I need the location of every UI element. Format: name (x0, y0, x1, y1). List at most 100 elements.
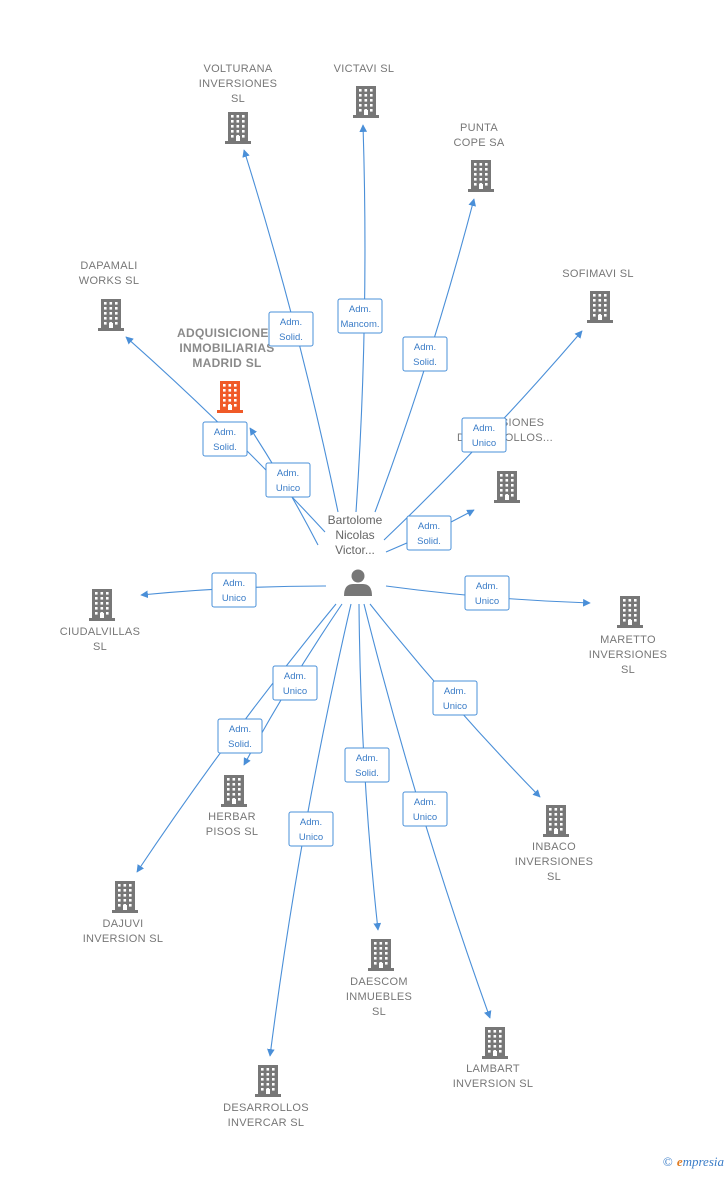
company-label-line[interactable]: SL (372, 1006, 386, 1018)
company-label-line[interactable]: WORKS SL (79, 275, 139, 287)
role-badge-box (265, 462, 311, 498)
role-text: Unico (413, 812, 437, 823)
company-label-line[interactable]: SL (547, 871, 561, 883)
role-badge-daescom[interactable]: Adm.Solid. (344, 747, 390, 783)
company-label-line[interactable]: PISOS SL (206, 826, 259, 838)
role-text: Unico (222, 593, 246, 604)
building-icon[interactable] (587, 291, 613, 323)
role-badge-herbar[interactable]: Adm.Unico (272, 665, 318, 701)
person-icon[interactable] (344, 569, 372, 597)
company-node-victavi[interactable]: VICTAVI SL (334, 63, 395, 118)
role-badge-box (402, 336, 448, 372)
company-node-sofimavi[interactable]: SOFIMAVI SL (562, 268, 634, 323)
role-badge-sofimavi[interactable]: Adm.Unico (461, 417, 507, 453)
building-icon[interactable] (112, 881, 138, 913)
role-badge-victavi[interactable]: Adm. Mancom. (337, 298, 383, 334)
company-label-line[interactable]: LAMBART (466, 1063, 520, 1075)
company-label-line[interactable]: MADRID SL (192, 356, 261, 370)
company-label-line[interactable]: MARETTO (600, 634, 656, 646)
building-icon[interactable] (353, 86, 379, 118)
building-icon[interactable] (617, 596, 643, 628)
company-node-daescom[interactable]: DAESCOM INMUEBLES SL (346, 939, 412, 1018)
company-label-line[interactable]: SL (621, 664, 635, 676)
building-icon[interactable] (89, 589, 115, 621)
company-label-line[interactable]: SL (93, 641, 107, 653)
role-text: Adm. (214, 427, 236, 438)
building-icon[interactable] (468, 160, 494, 192)
company-node-inbaco[interactable]: INBACO INVERSIONES SL (515, 805, 594, 883)
role-text: Mancom. (340, 319, 379, 330)
company-label-line[interactable]: INMUEBLES (346, 991, 412, 1003)
role-badge-box (217, 718, 263, 754)
role-badge-box (272, 665, 318, 701)
role-badge-inversiones-desarrollos[interactable]: Adm. Solid. (406, 515, 452, 551)
role-text: Solid. (355, 768, 379, 779)
person-name-line[interactable]: Bartolome (328, 513, 383, 527)
company-label-line[interactable]: DAESCOM (350, 976, 408, 988)
role-badge-box (464, 575, 510, 611)
company-node-dapamali[interactable]: DAPAMALI WORKS SL (79, 260, 139, 331)
company-label-line[interactable]: INVERSION SL (83, 933, 164, 945)
company-label-line[interactable]: INVERSION SL (453, 1078, 534, 1090)
role-badge-punta-cope[interactable]: Adm.Solid. (402, 336, 448, 372)
company-node-desarrollos-invercar[interactable]: DESARROLLOS INVERCAR SL (223, 1065, 309, 1129)
role-text: Unico (475, 596, 499, 607)
company-label-line[interactable]: INVERSIONES (515, 856, 594, 868)
building-icon[interactable] (217, 381, 243, 413)
company-label-line[interactable]: INBACO (532, 841, 576, 853)
building-icon[interactable] (368, 939, 394, 971)
company-label-line[interactable]: INVERSIONES (589, 649, 668, 661)
company-label-line[interactable]: DAJUVI (103, 918, 144, 930)
role-badge-box (432, 680, 478, 716)
building-icon[interactable] (98, 299, 124, 331)
company-label-line[interactable]: DESARROLLOS (223, 1102, 309, 1114)
person-name-line[interactable]: Victor... (335, 543, 375, 557)
company-node-dajuvi[interactable]: DAJUVI INVERSION SL (83, 881, 164, 945)
role-badge-inbaco[interactable]: Adm.Unico (432, 680, 478, 716)
company-label-line[interactable]: CIUDALVILLAS (60, 626, 140, 638)
role-badge-box (402, 791, 448, 827)
company-label-line[interactable]: SOFIMAVI SL (562, 268, 634, 280)
company-label-line[interactable]: PUNTA (460, 122, 498, 134)
building-icon[interactable] (494, 471, 520, 503)
company-label-line[interactable]: DAPAMALI (80, 260, 137, 272)
building-icon[interactable] (255, 1065, 281, 1097)
role-badge-desarrollos-invercar[interactable]: Adm.Unico (288, 811, 334, 847)
building-icon[interactable] (543, 805, 569, 837)
role-badge-dajuvi[interactable]: Adm.Solid. (217, 718, 263, 754)
company-label-line[interactable]: ADQUISICIONES (177, 326, 277, 340)
role-text: Solid. (417, 536, 441, 547)
company-label-line[interactable]: SL (231, 93, 245, 105)
role-text: Adm. (349, 304, 371, 315)
company-node-punta-cope[interactable]: PUNTA COPE SA (453, 122, 505, 192)
role-text: Adm. (229, 724, 251, 735)
company-label-line[interactable]: COPE SA (453, 137, 504, 149)
company-node-herbar[interactable]: HERBAR PISOS SL (206, 775, 259, 838)
building-icon[interactable] (482, 1027, 508, 1059)
company-label-line[interactable]: VOLTURANA (203, 63, 272, 75)
building-icon[interactable] (225, 112, 251, 144)
role-badge-volturana[interactable]: Adm.Solid. (268, 311, 314, 347)
role-badge-maretto[interactable]: Adm.Unico (464, 575, 510, 611)
company-node-lambart[interactable]: LAMBART INVERSION SL (453, 1027, 534, 1090)
building-icon[interactable] (221, 775, 247, 807)
person-name-line[interactable]: Nicolas (335, 528, 374, 542)
company-node-maretto[interactable]: MARETTO INVERSIONES SL (589, 596, 668, 676)
center-person-node[interactable]: BartolomeNicolasVictor... (328, 513, 383, 596)
company-label-line[interactable]: HERBAR (208, 811, 256, 823)
company-label-line[interactable]: VICTAVI SL (334, 63, 395, 75)
role-badge-lambart[interactable]: Adm.Unico (402, 791, 448, 827)
company-label-line[interactable]: INMOBILIARIAS (179, 341, 274, 355)
company-label-line[interactable]: INVERCAR SL (228, 1117, 305, 1129)
role-badge-ciudalvillas[interactable]: Adm.Unico (211, 572, 257, 608)
company-label-line[interactable]: INVERSIONES (199, 78, 278, 90)
role-text: Adm. (418, 521, 440, 532)
watermark: ©empresia (663, 1154, 724, 1170)
role-badge-dapamali[interactable]: Adm.Solid. (202, 421, 248, 457)
brand-initial: e (676, 1154, 683, 1169)
role-badge-adquisiciones[interactable]: Adm.Unico (265, 462, 311, 498)
company-node-ciudalvillas[interactable]: CIUDALVILLAS SL (60, 589, 140, 653)
company-node-volturana[interactable]: VOLTURANA INVERSIONES SL (199, 63, 278, 144)
